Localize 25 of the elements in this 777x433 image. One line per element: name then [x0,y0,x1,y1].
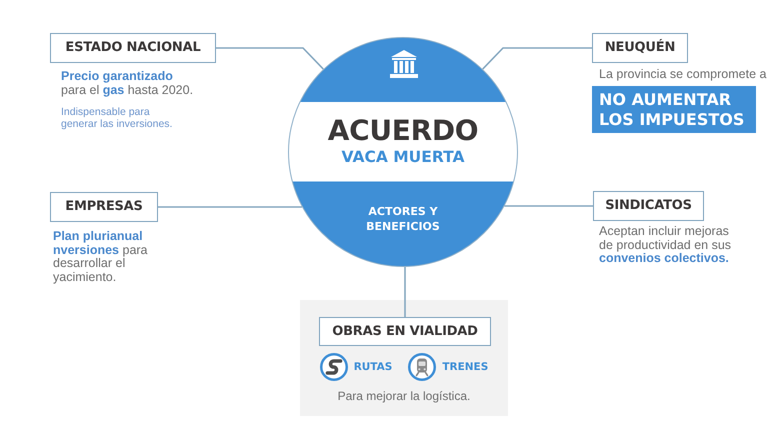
heading-box [319,317,491,346]
heading-text: ESTADO NACIONAL [65,40,201,56]
panel-caption: Para mejorar la logística. [338,389,470,403]
hub-subtitle: VACA MUERTA [342,148,464,166]
connector-line [158,206,302,208]
hub-title: ACUERDO [328,116,478,146]
connector-line [504,205,593,207]
hub-caption: ACTORES Y BENEFICIOS [365,204,441,234]
description-text: Plan plurianual nversiones para desarrollar el yacimiento. [53,230,149,284]
description-text: Aceptan incluir mejoras de productividad en sus convenios colectivos. [599,225,732,266]
heading-text: EMPRESAS [65,199,143,215]
highlight-banner [592,86,756,133]
description-text: Precio garantizado para el gas hasta 2020. [61,70,194,97]
description-text: La provincia se compromete a [599,68,768,82]
item-label: TRENES [442,360,488,374]
note-text: Indispensable para generar las inversiones. [61,106,174,130]
connector-line [482,47,592,70]
info-panel [300,300,508,416]
connector-line [216,47,324,70]
connector-line [404,267,406,317]
heading-text: NEUQUÉN [604,40,676,56]
banner-text: NO AUMENTAR LOS IMPUESTOS [599,90,746,130]
heading-text: OBRAS EN VIALIDAD [332,324,478,340]
heading-text: SINDICATOS [605,198,692,214]
item-label: RUTAS [354,360,392,374]
